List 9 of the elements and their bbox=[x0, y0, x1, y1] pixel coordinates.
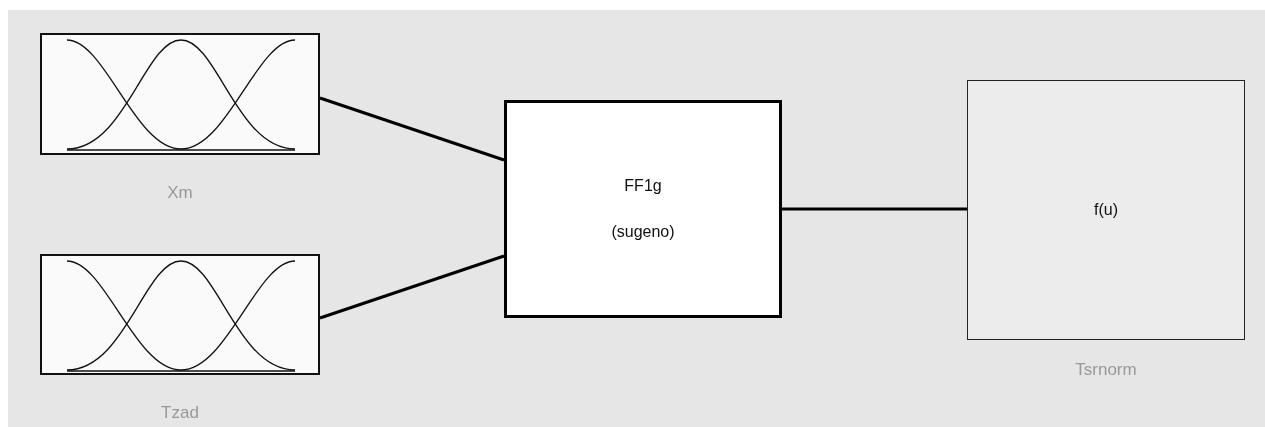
block-subtitle: (sugeno) bbox=[611, 223, 675, 241]
connector-line bbox=[782, 207, 967, 211]
block-title: f(u) bbox=[1094, 201, 1118, 219]
block-title: FF1g bbox=[624, 177, 662, 195]
block-label: Tzad bbox=[160, 403, 200, 423]
block-label: Tsrnorm bbox=[1074, 360, 1138, 380]
block-label: Xm bbox=[166, 183, 194, 203]
connector-line bbox=[319, 254, 505, 320]
connector-line bbox=[319, 96, 505, 162]
